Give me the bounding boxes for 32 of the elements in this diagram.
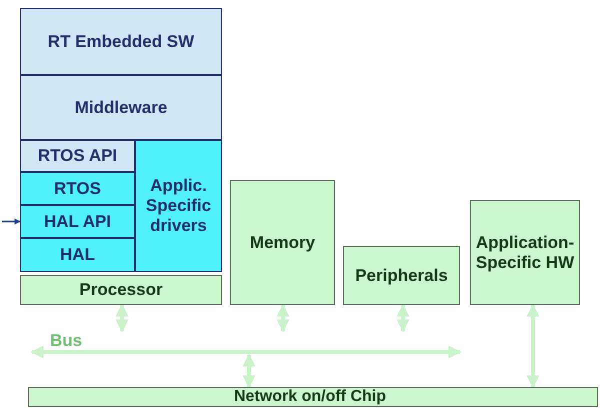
box-label: HAL API [44, 212, 112, 232]
arrow [276, 304, 290, 332]
arrow [526, 304, 540, 388]
layer-box [135, 140, 222, 272]
layer-box [20, 75, 222, 140]
box-label: RT Embedded SW [48, 32, 194, 52]
layer-box [20, 140, 135, 172]
layer-box [470, 200, 580, 305]
box-label: Processor [79, 280, 163, 300]
bus-label: Bus [50, 331, 82, 351]
network-bar [28, 387, 598, 407]
layer-box [20, 275, 222, 305]
box-label: HAL [60, 245, 95, 265]
box-label: Memory [250, 232, 316, 252]
layer-box [20, 172, 135, 205]
layer-box [230, 180, 335, 305]
layer-box [20, 238, 135, 272]
box-label: RTOS [54, 178, 101, 198]
layer-box [20, 205, 135, 238]
arrow [396, 304, 410, 332]
layer-box [20, 8, 222, 75]
box-label: RTOS API [38, 146, 118, 166]
box-label: Network on/off Chip [234, 387, 386, 407]
box-label: Peripherals [355, 266, 448, 286]
arrow [116, 304, 128, 332]
box-label: Middleware [74, 98, 168, 118]
arrow [242, 354, 256, 388]
bus-bar [28, 331, 464, 361]
arrow [2, 218, 21, 224]
layer-box [343, 246, 460, 305]
box-label: Applic. Specific drivers [144, 176, 212, 236]
box-label: Application-Specific HW [474, 232, 576, 272]
